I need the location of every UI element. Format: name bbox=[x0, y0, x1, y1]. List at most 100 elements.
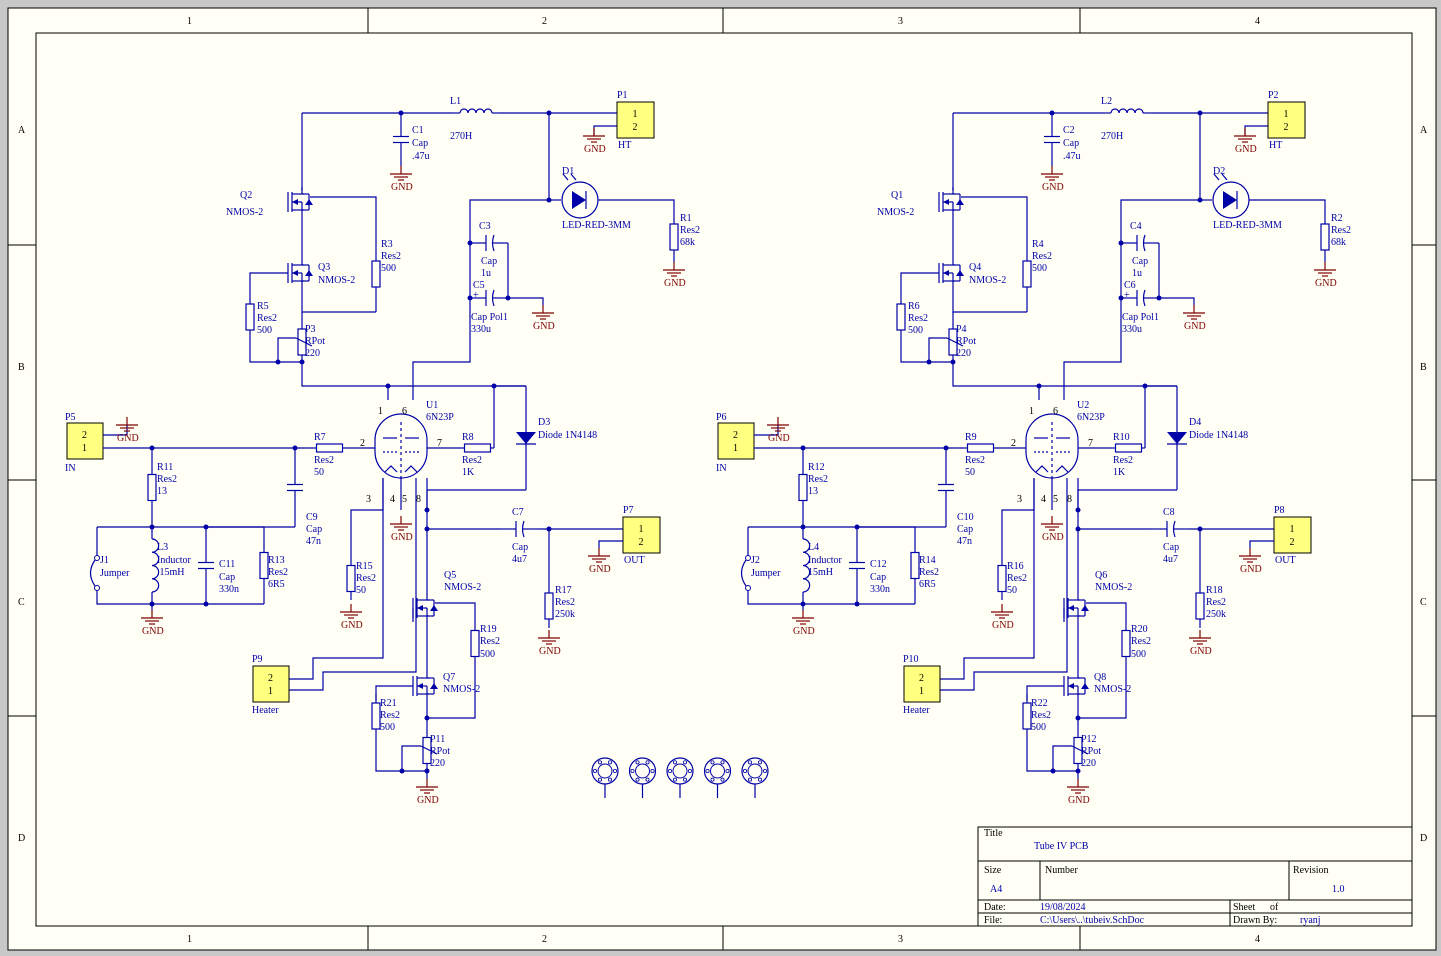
junction-dot bbox=[926, 359, 932, 365]
resistor-designator: R9 bbox=[965, 432, 977, 443]
ground-symbol: GND bbox=[588, 548, 611, 575]
ground-label: GND bbox=[1184, 321, 1206, 332]
pot-value: 220 bbox=[956, 348, 971, 359]
resistor-designator: R22 bbox=[1031, 698, 1048, 709]
tube-pin: 1 bbox=[1029, 406, 1034, 417]
pot-type: RPot bbox=[305, 336, 325, 347]
capacitor-value: 330n bbox=[870, 584, 890, 595]
resistor-designator: R12 bbox=[808, 462, 825, 473]
header-pin: 1 bbox=[1290, 524, 1295, 535]
resistor-designator: R7 bbox=[314, 432, 326, 443]
tube-pin: 8 bbox=[1067, 494, 1072, 505]
junction-dot bbox=[424, 507, 430, 513]
resistor-type: Res2 bbox=[380, 710, 400, 721]
tube-designator: U1 bbox=[426, 400, 438, 411]
ground-label: GND bbox=[1235, 144, 1257, 155]
mounting-hole-icon bbox=[703, 757, 732, 798]
transistor-designator: Q2 bbox=[240, 190, 252, 201]
mounting-hole-icon bbox=[741, 757, 769, 798]
pot-designator: P4 bbox=[956, 324, 967, 335]
ht-header-label: HT bbox=[618, 140, 631, 151]
resistor-type: Res2 bbox=[1131, 636, 1151, 647]
date-value: 19/08/2024 bbox=[1040, 902, 1086, 913]
zone-column-top: 4 bbox=[1255, 16, 1260, 27]
header-pin: 1 bbox=[633, 109, 638, 120]
header-pin: 2 bbox=[1290, 537, 1295, 548]
junction-dot bbox=[1156, 295, 1162, 301]
transistor-designator: Q5 bbox=[444, 570, 456, 581]
zone-column-top: 1 bbox=[187, 16, 192, 27]
date-label: Date: bbox=[984, 902, 1006, 913]
inductor-coil bbox=[1110, 108, 1144, 114]
ground-symbol: GND bbox=[1041, 166, 1064, 193]
transistor-type: NMOS-2 bbox=[877, 207, 914, 218]
input-header-label: IN bbox=[716, 463, 727, 474]
led-symbol bbox=[1212, 173, 1250, 219]
capacitor-designator: C5 bbox=[473, 280, 485, 291]
wire bbox=[427, 665, 476, 719]
ground-label: GND bbox=[142, 626, 164, 637]
mounting-hole-icon bbox=[628, 757, 657, 798]
ground-label: GND bbox=[539, 646, 561, 657]
header-body bbox=[616, 101, 655, 139]
ground-label: GND bbox=[391, 532, 413, 543]
header-body bbox=[1267, 101, 1306, 139]
zone-column-bottom: 3 bbox=[898, 934, 903, 945]
resistor-value: 1K bbox=[1113, 467, 1126, 478]
tube-type: 6N23P bbox=[426, 412, 454, 423]
ground-symbol: GND bbox=[663, 262, 686, 289]
nmos-transistor bbox=[287, 259, 313, 287]
ground-label: GND bbox=[533, 321, 555, 332]
capacitor-type: Cap bbox=[412, 138, 428, 149]
transistor-type: NMOS-2 bbox=[969, 275, 1006, 286]
led-value: LED-RED-3MM bbox=[562, 220, 631, 231]
capacitor-value: 1u bbox=[1132, 268, 1142, 279]
ground-symbol: GND bbox=[390, 516, 413, 543]
resistor-type: Res2 bbox=[555, 597, 575, 608]
file-label: File: bbox=[984, 915, 1002, 926]
ht-header-designator: P2 bbox=[1268, 90, 1279, 101]
drawn-by-label: Drawn By: bbox=[1233, 915, 1277, 926]
input-header: 21 bbox=[717, 422, 755, 460]
jumper-link bbox=[740, 559, 747, 587]
capacitor-designator: C3 bbox=[479, 221, 491, 232]
transistor-type: NMOS-2 bbox=[444, 582, 481, 593]
resistor-type: Res2 bbox=[462, 455, 482, 466]
tube-6n23p bbox=[374, 413, 428, 482]
size-value: A4 bbox=[990, 884, 1002, 895]
revision-value: 1.0 bbox=[1332, 884, 1345, 895]
diode-designator: D3 bbox=[538, 417, 550, 428]
ground-symbol: GND bbox=[538, 630, 561, 657]
wire bbox=[1026, 738, 1078, 772]
inductor-value: 270H bbox=[450, 131, 472, 142]
wire bbox=[249, 337, 302, 363]
resistor-value: 500 bbox=[480, 649, 495, 660]
capacitor-type: Cap bbox=[219, 572, 235, 583]
wire bbox=[1063, 199, 1200, 400]
tube-pin: 5 bbox=[1053, 494, 1058, 505]
header-body bbox=[252, 665, 290, 703]
ht-header-designator: P1 bbox=[617, 90, 628, 101]
header-pin: 2 bbox=[639, 537, 644, 548]
resistor-value: 1K bbox=[462, 467, 475, 478]
capacitor-type: Cap Pol1 bbox=[471, 312, 508, 323]
ground-symbol: GND bbox=[1234, 128, 1257, 155]
capacitor-value: 1u bbox=[481, 268, 491, 279]
resistor-type: Res2 bbox=[919, 567, 939, 578]
transistor-designator: Q4 bbox=[969, 262, 981, 273]
transistor-type: NMOS-2 bbox=[318, 275, 355, 286]
ground-label: GND bbox=[1315, 278, 1337, 289]
polarity-mark: + bbox=[473, 290, 479, 301]
junction-dot bbox=[505, 295, 511, 301]
output-header: 12 bbox=[1273, 516, 1312, 554]
wire bbox=[375, 738, 427, 772]
header-pin: 2 bbox=[633, 122, 638, 133]
resistor-value: 50 bbox=[1007, 585, 1017, 596]
tube-pin: 1 bbox=[378, 406, 383, 417]
inductor-designator: L2 bbox=[1101, 96, 1112, 107]
resistor-value: 250k bbox=[555, 609, 575, 620]
wire bbox=[1078, 665, 1127, 719]
capacitor-type: Cap bbox=[870, 572, 886, 583]
resistor-type: Res2 bbox=[268, 567, 288, 578]
ground-label: GND bbox=[1042, 182, 1064, 193]
